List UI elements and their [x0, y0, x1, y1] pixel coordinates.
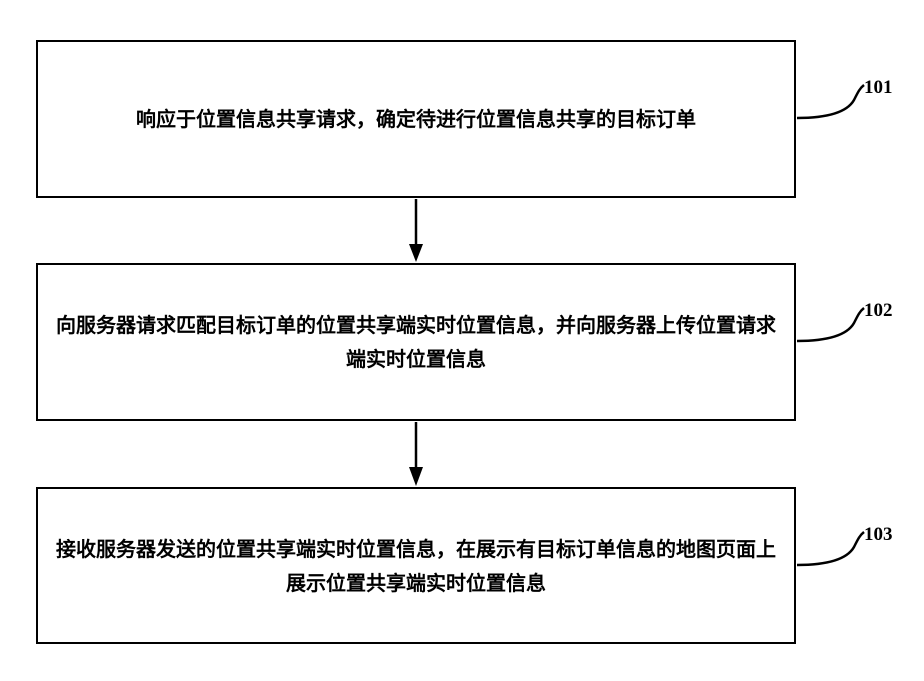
ref-leader-101 — [797, 85, 864, 118]
ref-label-101: 101 — [864, 78, 893, 98]
ref-leader-103 — [797, 532, 864, 565]
ref-leader-102 — [797, 308, 864, 341]
ref-label-103: 103 — [864, 525, 893, 545]
ref-label-102: 102 — [864, 301, 893, 321]
flow-arrow-2 — [409, 422, 423, 486]
flow-arrow-1 — [409, 199, 423, 262]
